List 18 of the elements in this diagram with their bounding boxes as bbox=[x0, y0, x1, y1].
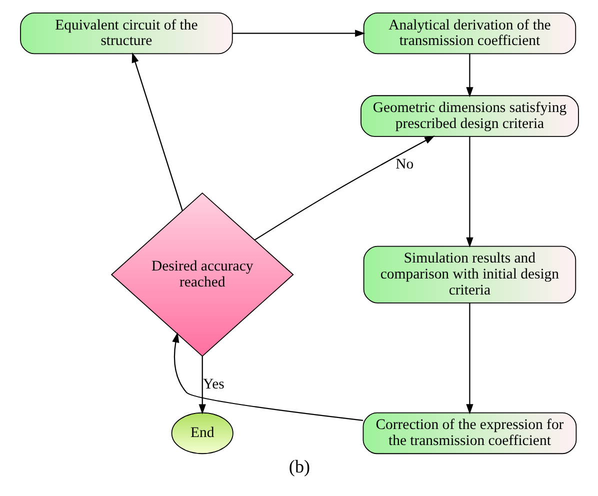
edge-label: Yes bbox=[202, 376, 224, 392]
node-box: Simulation results and comparison with initial design criteria bbox=[362, 246, 576, 304]
node-diamond: Desired accuracy reached bbox=[110, 192, 294, 357]
node-box: Geometric dimensions satisfying prescribed design criteria bbox=[360, 95, 578, 137]
node-box: Equivalent circuit of the structure bbox=[20, 12, 232, 54]
caption: (b) bbox=[288, 456, 310, 477]
arrow bbox=[198, 356, 206, 414]
arrow bbox=[466, 54, 473, 98]
node-ellipse: End bbox=[170, 412, 233, 454]
arrow bbox=[232, 30, 365, 37]
edge-label: No bbox=[395, 156, 414, 173]
node-box: Correction of the expression for the transmission coefficient bbox=[362, 412, 576, 454]
node-box: Analytical derivation of the transmission coefficient bbox=[362, 12, 576, 54]
arrow bbox=[466, 303, 473, 414]
arrow bbox=[254, 136, 434, 240]
arrow bbox=[172, 332, 363, 421]
arrow bbox=[466, 136, 473, 248]
arrow bbox=[131, 52, 182, 211]
